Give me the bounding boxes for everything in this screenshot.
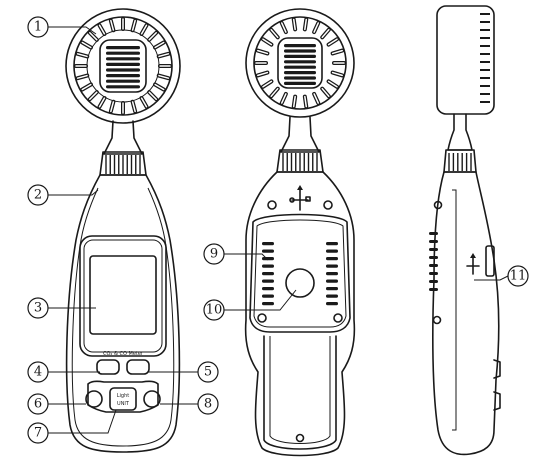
side-body-outline (432, 171, 500, 456)
callout-1-label: 1 (34, 20, 42, 35)
callout-6: 6 (27, 393, 49, 415)
callout-9-circle (203, 243, 225, 265)
right-round-button (143, 390, 161, 408)
light-unit-button (109, 387, 137, 411)
callout-8: 8 (197, 393, 219, 415)
light-unit-label: Light (117, 393, 130, 399)
screen-label: CO₂ & CO Meter (103, 351, 144, 357)
side-usb-icon (466, 253, 480, 275)
leader-lines (48, 26, 509, 434)
callout-5-label: 5 (204, 365, 212, 380)
callout-1-circle (27, 16, 49, 38)
callout-6-circle (27, 393, 49, 415)
left-round-button (85, 390, 103, 408)
callout-11-label: 11 (510, 269, 527, 284)
callout-4-circle (27, 361, 49, 383)
callout-4-label: 4 (34, 365, 42, 380)
right-soft-button (126, 359, 150, 375)
callout-7-circle (27, 422, 49, 444)
callout-6-label: 6 (34, 397, 42, 412)
callout-10-label: 10 (206, 303, 223, 318)
back-body-outline (244, 171, 356, 457)
callout-1: 1 (27, 16, 49, 38)
callout-3: 3 (27, 297, 49, 319)
callout-5-circle (197, 361, 219, 383)
callout-4: 4 (27, 361, 49, 383)
front-body-outline (65, 174, 181, 453)
callout-2-label: 2 (34, 188, 42, 203)
callout-8-label: 8 (204, 397, 212, 412)
callout-3-label: 3 (34, 301, 42, 316)
back-view (244, 8, 356, 457)
back-sensor-head (245, 8, 355, 118)
callout-9: 9 (203, 243, 225, 265)
callout-7-label: 7 (34, 426, 42, 441)
tripod-mount (285, 268, 315, 298)
usb-port (485, 245, 495, 277)
front-sensor-head (65, 8, 181, 124)
callout-9-label: 9 (210, 247, 218, 262)
front-view: CO₂ & CO Meter Light UNIT (65, 8, 181, 453)
callout-2: 2 (27, 184, 49, 206)
callout-11: 11 (507, 265, 529, 287)
side-view (429, 5, 501, 456)
display-screen (89, 255, 157, 335)
callouts: 1 2 3 4 5 6 7 8 9 10 11 (27, 16, 529, 444)
callout-2-circle (27, 184, 49, 206)
callout-10: 10 (203, 299, 225, 321)
callout-7: 7 (27, 422, 49, 444)
svg-text:UNIT: UNIT (117, 401, 130, 407)
callout-10-circle (203, 299, 225, 321)
callout-3-circle (27, 297, 49, 319)
left-soft-button (96, 359, 120, 375)
callout-11-circle (507, 265, 529, 287)
usb-icon (289, 185, 311, 211)
callout-8-circle (197, 393, 219, 415)
callout-5: 5 (197, 361, 219, 383)
